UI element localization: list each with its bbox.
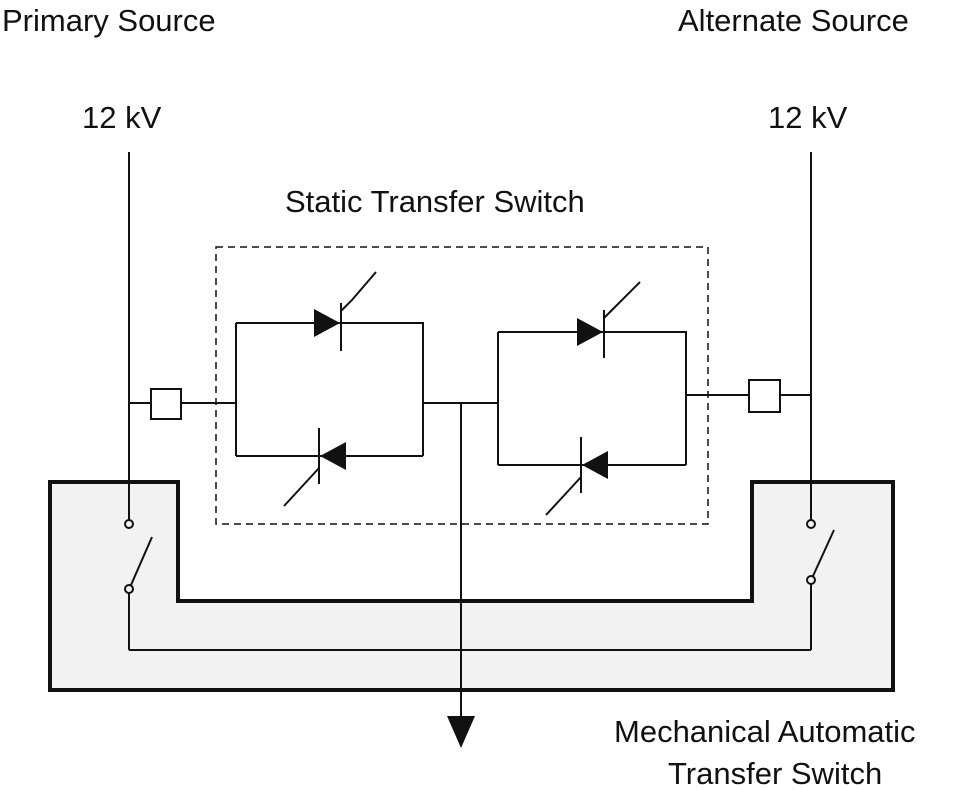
primary-source-label: Primary Source <box>2 3 216 38</box>
sts-title: Static Transfer Switch <box>285 184 585 219</box>
mats-enclosure <box>48 480 895 692</box>
left-thyristor-pair <box>235 271 424 507</box>
alternate-breaker <box>748 379 781 413</box>
mats-label-line2: Transfer Switch <box>668 756 882 790</box>
primary-breaker <box>150 388 182 420</box>
right-thyristor-pair <box>497 281 687 516</box>
primary-voltage-label: 12 kV <box>82 100 162 135</box>
load-arrow <box>447 716 475 748</box>
alternate-voltage-label: 12 kV <box>768 100 848 135</box>
mats-label-line1: Mechanical Automatic <box>614 714 916 749</box>
alternate-source-label: Alternate Source <box>678 3 909 38</box>
